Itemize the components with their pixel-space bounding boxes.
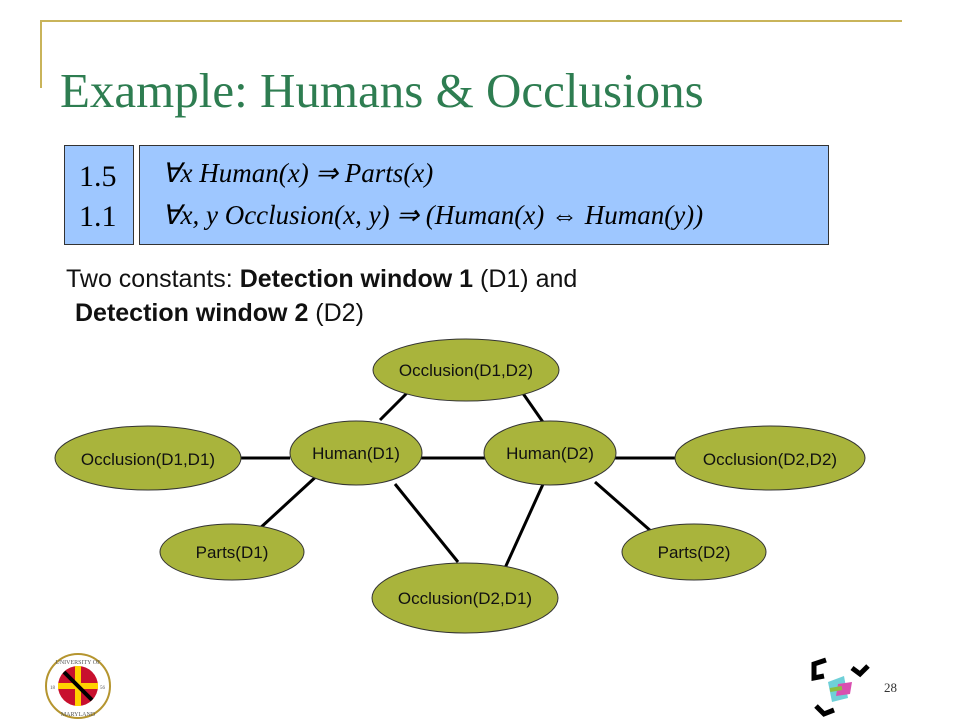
label-occlusion-d1-d2: Occlusion(D1,D2) (399, 361, 533, 380)
label-occlusion-d1-d1: Occlusion(D1,D1) (81, 450, 215, 469)
rule-2-formula: ∀x, y Occlusion(x, y) ⇒ (Human(x) ⇔ Huma… (162, 200, 703, 231)
slide-title: Example: Humans & Occlusions (60, 63, 704, 118)
rule-1-body: Human(x) ⇒ Parts(x) (199, 158, 434, 188)
rule-1-weight: 1.5 (79, 160, 117, 193)
constants-description: Two constants: Detection window 1 (D1) a… (66, 262, 577, 330)
node-human-d2 (483, 420, 617, 486)
svg-text:18: 18 (50, 686, 56, 691)
label-human-d2: Human(D2) (506, 444, 594, 463)
svg-text:MARYLAND: MARYLAND (61, 712, 96, 718)
svg-text:56: 56 (100, 686, 106, 691)
rule-2-weight: 1.1 (79, 200, 117, 233)
edge-human2-occ21 (503, 481, 546, 569)
rule-2-quantifier: ∀x, y (162, 200, 218, 230)
edge-human2-parts2 (594, 480, 653, 534)
edge-occ12-human2 (520, 391, 547, 426)
node-parts-d2 (621, 523, 767, 581)
edge-human1-parts1 (256, 471, 322, 532)
constants-line-2: Detection window 2 (D2) (75, 299, 364, 327)
weights-box: 1.5 1.1 (64, 145, 134, 245)
edge-human1-occ21 (393, 483, 460, 563)
label-occlusion-d2-d2: Occlusion(D2,D2) (703, 450, 837, 469)
svg-text:UNIVERSITY OF: UNIVERSITY OF (56, 660, 102, 666)
node-occlusion-d2-d1 (371, 562, 559, 634)
page-number: 28 (884, 680, 897, 695)
slide-frame-left (40, 20, 42, 88)
node-occlusion-d2-d2 (674, 425, 866, 491)
formulas-box: ∀x Human(x) ⇒ Parts(x) ∀x, y Occlusion(x… (139, 145, 829, 245)
node-parts-d1 (159, 523, 305, 581)
constants-line-1: Two constants: Detection window 1 (D1) a… (66, 265, 578, 293)
node-occlusion-d1-d1 (54, 425, 242, 491)
node-occlusion-d1-d2 (372, 338, 560, 402)
node-human-d1 (289, 420, 423, 486)
umd-seal-logo: UNIVERSITY OF MARYLAND 18 56 (45, 653, 111, 719)
rule-1-quantifier: ∀x (162, 158, 193, 188)
rule-1-formula: ∀x Human(x) ⇒ Parts(x) (162, 158, 433, 189)
cv-lab-logo (811, 657, 870, 717)
slide-frame-top (40, 20, 902, 22)
label-human-d1: Human(D1) (312, 444, 400, 463)
label-parts-d2: Parts(D2) (658, 543, 731, 562)
rule-2-body: Occlusion(x, y) ⇒ (Human(x) ⇔ Human(y)) (224, 200, 704, 230)
edge-occ12-human1 (378, 390, 410, 422)
label-occlusion-d2-d1: Occlusion(D2,D1) (398, 589, 532, 608)
label-parts-d1: Parts(D1) (196, 543, 269, 562)
